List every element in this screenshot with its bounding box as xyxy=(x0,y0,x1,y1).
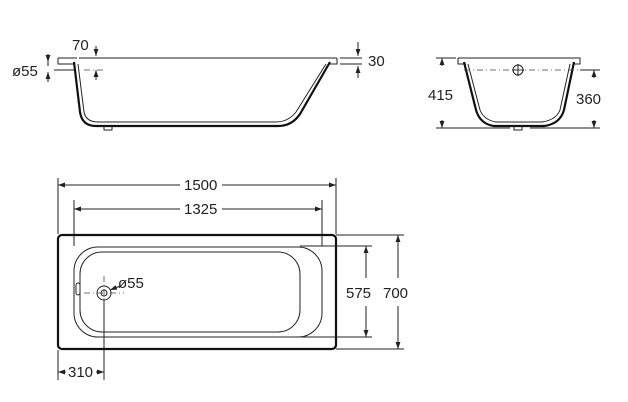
rim-overhang-label: 70 xyxy=(72,37,89,54)
top-view-outer-rim xyxy=(56,233,338,351)
top-drain-symbol xyxy=(84,276,124,312)
top-view: 1500 1325 ø55 575 700 xyxy=(56,177,408,381)
side-view-body-outline xyxy=(72,61,331,128)
end-inner-depth-label: 360 xyxy=(576,91,601,108)
end-view-body-outline xyxy=(462,61,576,128)
side-view: 70 ø55 30 xyxy=(12,37,385,131)
inner-length-label: 1325 xyxy=(184,201,217,218)
inner-width-label: 575 xyxy=(346,285,371,302)
outer-width-label: 700 xyxy=(383,285,408,302)
side-drain-diameter-label: ø55 xyxy=(12,63,38,80)
end-view-rim xyxy=(457,57,581,65)
top-view-inner-basin xyxy=(73,246,323,338)
drain-offset-label: 310 xyxy=(68,364,93,381)
rim-height-label: 30 xyxy=(368,53,385,70)
outer-length-label: 1500 xyxy=(184,177,217,194)
top-drain-diameter-label: ø55 xyxy=(118,275,144,292)
end-view: 415 360 xyxy=(428,57,601,131)
end-total-depth-label: 415 xyxy=(428,87,453,104)
